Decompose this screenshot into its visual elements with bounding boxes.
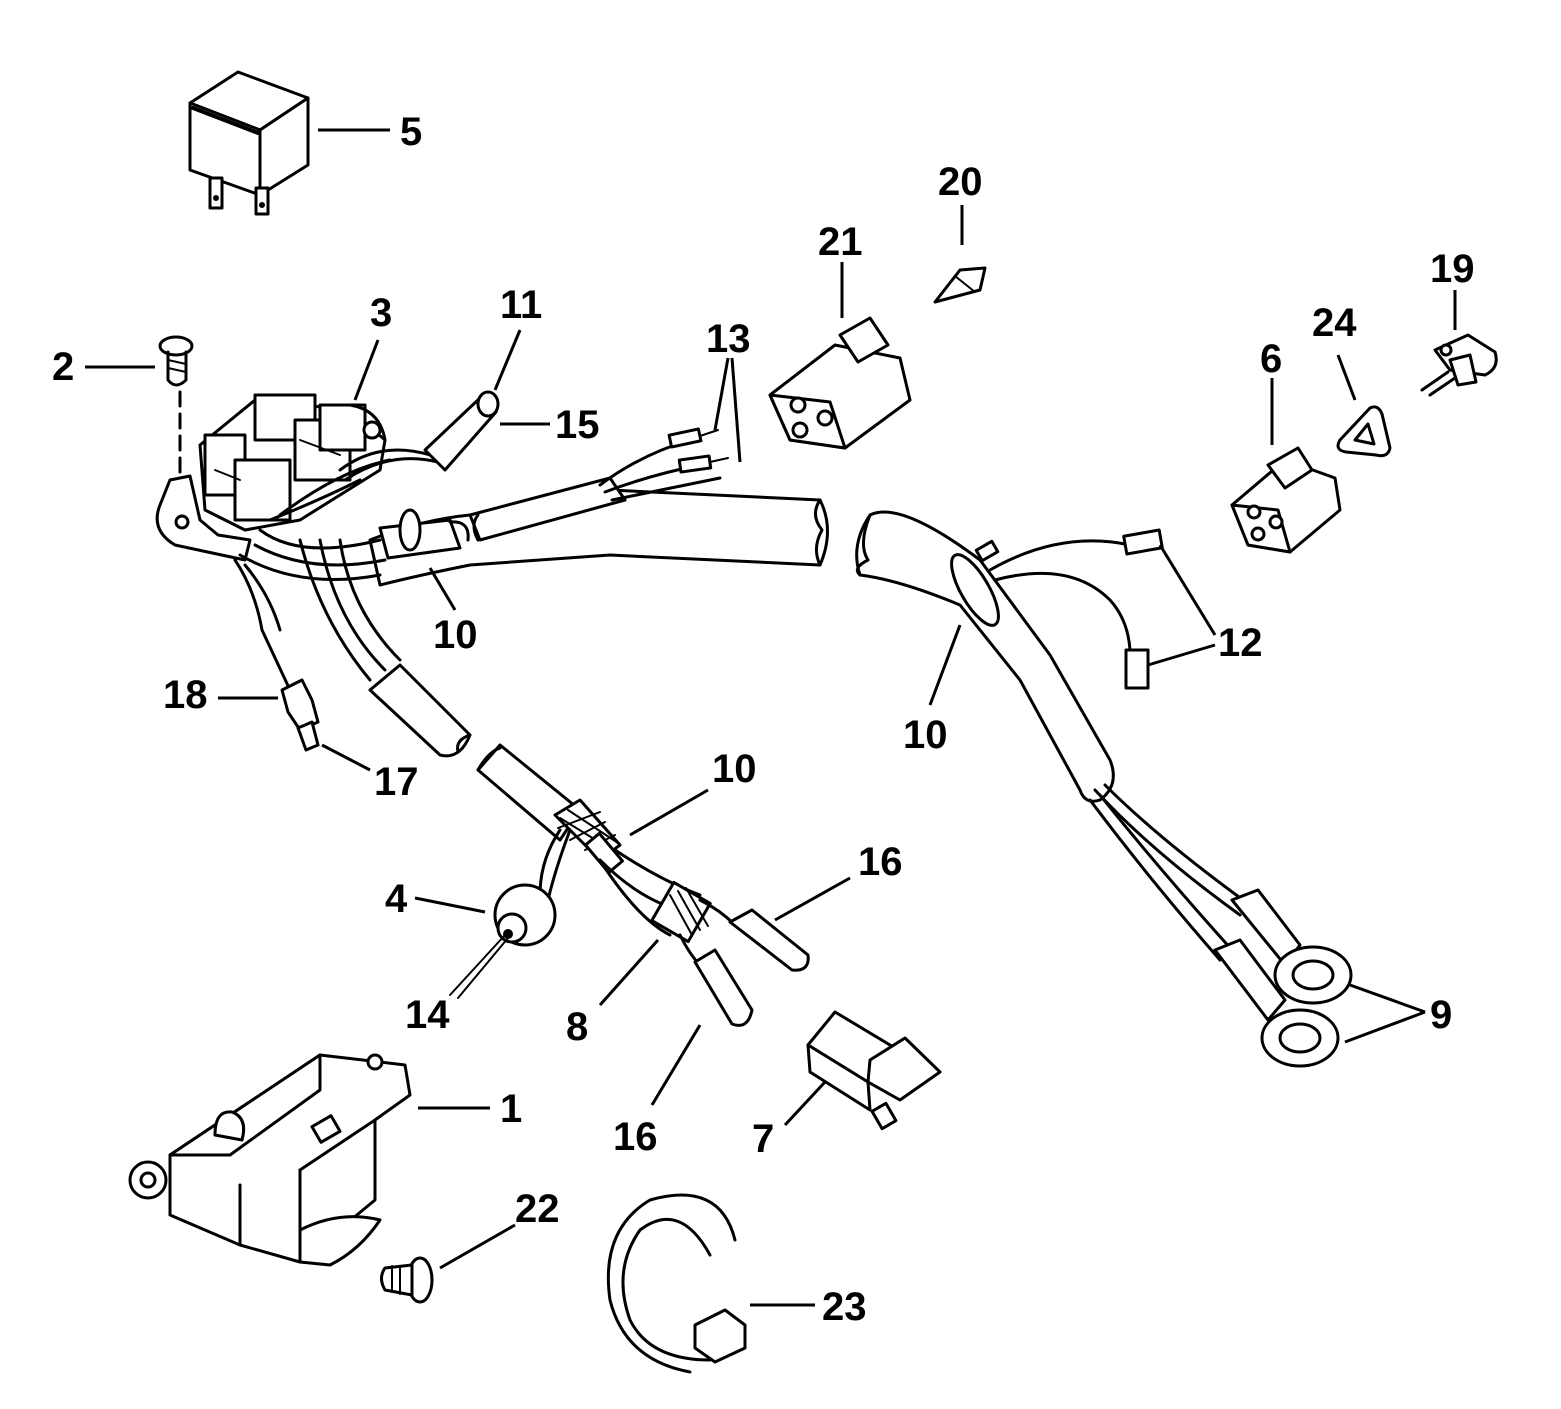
callout-1: 1 bbox=[500, 1087, 522, 1131]
connector-part-6 bbox=[1230, 446, 1342, 554]
callout-10-upper: 10 bbox=[433, 613, 478, 657]
callout-14: 14 bbox=[405, 993, 450, 1037]
callout-19: 19 bbox=[1430, 247, 1475, 291]
strap-part-23 bbox=[606, 1193, 747, 1374]
harness-right-section bbox=[855, 510, 1353, 1068]
screw-part-2 bbox=[158, 335, 194, 482]
callout-11: 11 bbox=[500, 283, 542, 327]
callout-2: 2 bbox=[52, 345, 74, 389]
callout-8: 8 bbox=[566, 1005, 588, 1049]
grommet-part-4 bbox=[449, 883, 557, 999]
callout-16-upper: 16 bbox=[858, 840, 903, 884]
callout-3: 3 bbox=[370, 291, 392, 335]
callout-labels: 5 2 3 11 15 13 21 20 19 24 6 12 10 10 18… bbox=[52, 110, 1475, 1329]
callout-6: 6 bbox=[1260, 337, 1282, 381]
callout-7: 7 bbox=[752, 1117, 774, 1161]
callout-23: 23 bbox=[822, 1285, 867, 1329]
callout-9: 9 bbox=[1430, 993, 1452, 1037]
harness-lower-branch bbox=[368, 663, 810, 1027]
bracket-part-1 bbox=[128, 1053, 412, 1267]
junction-block-part-3 bbox=[155, 393, 387, 562]
callout-5: 5 bbox=[400, 110, 422, 154]
callout-18: 18 bbox=[163, 673, 208, 717]
callout-16-lower: 16 bbox=[613, 1115, 658, 1159]
callout-13: 13 bbox=[706, 317, 751, 361]
grommet-part-24 bbox=[1336, 405, 1392, 458]
callout-4: 4 bbox=[385, 877, 408, 921]
part-7 bbox=[806, 1010, 942, 1131]
callout-12: 12 bbox=[1218, 621, 1263, 665]
screw-part-22 bbox=[380, 1256, 434, 1304]
callout-15: 15 bbox=[555, 403, 600, 447]
connector-part-18-17 bbox=[280, 678, 320, 752]
relay-part bbox=[188, 70, 310, 216]
clip-part-19 bbox=[1420, 333, 1498, 397]
callout-20: 20 bbox=[938, 160, 983, 204]
callout-10-right: 10 bbox=[903, 713, 948, 757]
callout-17: 17 bbox=[374, 760, 419, 804]
plug-part-20 bbox=[933, 266, 987, 304]
leader-lines bbox=[85, 128, 1457, 1307]
callout-21: 21 bbox=[818, 220, 863, 264]
callout-24: 24 bbox=[1312, 301, 1357, 345]
callout-10-lower: 10 bbox=[712, 747, 757, 791]
harness-wires bbox=[233, 458, 402, 692]
harness-upper-branch bbox=[338, 390, 829, 587]
callout-22: 22 bbox=[515, 1187, 560, 1231]
connector-part-21 bbox=[768, 316, 912, 450]
